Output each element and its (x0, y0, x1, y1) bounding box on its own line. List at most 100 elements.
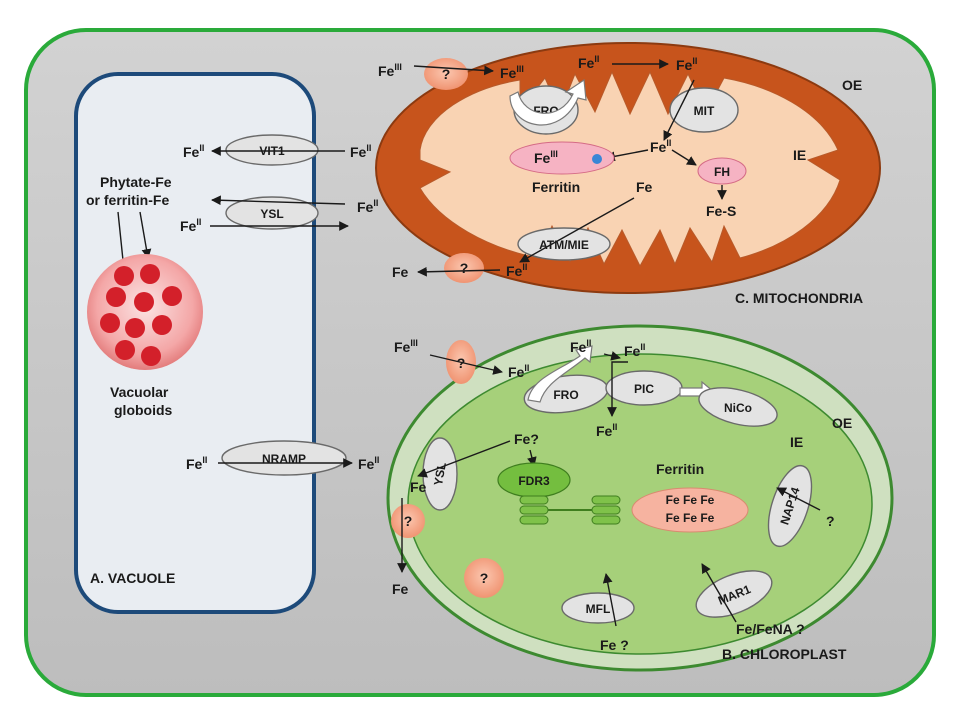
globoid-label-2: globoids (114, 402, 173, 418)
globoid-label-1: Vacuolar (110, 384, 169, 400)
atm-export-arrow (519, 197, 635, 263)
phytate-arrow-2 (139, 211, 152, 259)
mito-fe-export-arrow (417, 266, 501, 277)
ysl-vacuole-fe-out: FeII (180, 217, 201, 234)
mfl-import-arrow (602, 573, 617, 627)
phytate-label-2: or ferritin-Fe (86, 192, 169, 208)
mito-unknown-transporter-bottom (444, 253, 484, 283)
mito-ferritin-shell (509, 141, 615, 175)
vit1-fe-in: FeII (350, 143, 371, 160)
mito-fe-cytosol: Fe (392, 264, 409, 280)
ysl-chloro-label: YSL (431, 461, 449, 486)
chloroplast: OE IE B. CHLOROPLAST FeIII ? FeII FRO Fe… (386, 324, 894, 672)
chloro-unknown-transporter-outer (391, 504, 425, 538)
thylakoid-disc (519, 495, 549, 505)
fh-protein (697, 157, 747, 185)
mito-fe2-before-mit: FeII (676, 56, 697, 73)
nramp-transporter (221, 440, 347, 476)
thylakoid-disc (519, 505, 549, 515)
chloro-fe-cytosol: Fe (392, 581, 409, 597)
mito-fe2-to-fh-arrow (671, 149, 697, 166)
chloro-fe2-pic: FeII (624, 342, 645, 359)
globoid-dots (100, 264, 182, 366)
chloro-ferritin-shell (631, 487, 749, 533)
nap14-import-arrow (776, 487, 821, 511)
mito-title: C. MITOCHONDRIA (735, 290, 863, 306)
chloro-ie-label: IE (790, 434, 803, 450)
globoid-dot (134, 292, 154, 312)
chloro-unknown-transporter-stroma (464, 558, 504, 598)
chloro-fe3-outside: FeIII (394, 338, 418, 355)
thylakoid-disc (519, 515, 549, 525)
nramp-fe-in: FeII (186, 455, 207, 472)
pic-label: PIC (634, 382, 654, 396)
atm-mie-transporter (517, 227, 611, 261)
vacuole-title: A. VACUOLE (90, 570, 175, 586)
globoid-dot (162, 286, 182, 306)
vacuole: A. VACUOLE Phytate-Fe or ferritin-Fe Vac… (74, 72, 379, 614)
chloro-title: B. CHLOROPLAST (722, 646, 847, 662)
pic-import-arrow (607, 361, 628, 417)
mit-transporter (669, 87, 739, 133)
nap14-q: ? (826, 513, 835, 529)
ferritin-core-dot (592, 154, 602, 164)
globoid-dot (141, 346, 161, 366)
nico-label: NiCo (724, 401, 752, 415)
fes-label: Fe-S (706, 203, 736, 219)
globoid-dot (106, 287, 126, 307)
globoid-dot (100, 313, 120, 333)
mito-fe2-ims-export: FeII (506, 262, 527, 279)
mito-ferritin-label: Ferritin (532, 179, 580, 195)
chloro-fe2-stroma: FeII (596, 422, 617, 439)
mito-unknown-label-top: ? (442, 66, 451, 82)
chloro-fro-reduction-arrow (527, 345, 593, 403)
chloro-oe-label: OE (832, 415, 852, 431)
mito-fe3-outside: FeIII (378, 62, 402, 79)
mfl-substrate: Fe ? (600, 637, 629, 653)
fdr3-label: FDR3 (518, 474, 550, 488)
chloro-ferritin-label: Ferritin (656, 461, 704, 477)
globoid-dot (152, 315, 172, 335)
chloro-fe2-to-pic-arrow (603, 351, 621, 361)
chloro-fe-q-stroma: Fe? (514, 431, 539, 447)
chloro-fe2-top: FeII (570, 338, 591, 355)
mito-unknown-transporter-top (424, 58, 468, 90)
chloro-fe3-arrow (429, 354, 503, 375)
thylakoid-disc (591, 505, 621, 515)
chloro-ferritin-fe-row2: Fe Fe Fe (666, 511, 715, 525)
chloro-unknown-label-outer: ? (404, 513, 413, 529)
ysl-vacuole-fe-in: FeII (357, 198, 378, 215)
globoid-dot (115, 340, 135, 360)
mito-unknown-label-bottom: ? (460, 260, 469, 276)
mito-fe3-ims: FeIII (500, 64, 524, 81)
globoid-dot (125, 318, 145, 338)
nramp-label: NRAMP (262, 452, 306, 466)
mito-oe-label: OE (842, 77, 862, 93)
chloro-fe3-ims: FeII (508, 363, 529, 380)
vit1-fe-out: FeII (183, 143, 204, 160)
mfl-transporter (561, 592, 635, 624)
chloro-fe-ysl: Fe (410, 479, 427, 495)
ysl-vacuole-transporter (225, 196, 319, 230)
vacuolar-globoid (87, 254, 203, 370)
chloro-ferritin-fe-row1: Fe Fe Fe (666, 493, 715, 507)
mar1-import-arrow (701, 563, 737, 623)
mito-ferritin-fe3: FeIII (534, 149, 558, 166)
ysl-import-arrow (417, 440, 511, 478)
ysl-vacuole-label: YSL (260, 207, 283, 221)
phytate-label-1: Phytate-Fe (100, 174, 172, 190)
mfl-label: MFL (586, 602, 611, 616)
nico-transporter (698, 387, 778, 427)
chloro-unknown-label-stroma: ? (480, 570, 489, 586)
nap14-transporter (767, 464, 813, 548)
thylakoid-grana (519, 495, 621, 525)
mito-fro-reduction-arrow (509, 78, 587, 126)
mitochondrion: OE IE C. MITOCHONDRIA FeIII ? FeIII FeII… (375, 42, 881, 306)
mar1-transporter (695, 570, 773, 618)
mit-arrow (663, 79, 695, 141)
vit1-transporter (225, 134, 319, 166)
thylakoid-disc (591, 515, 621, 525)
globoid-dot (140, 264, 160, 284)
